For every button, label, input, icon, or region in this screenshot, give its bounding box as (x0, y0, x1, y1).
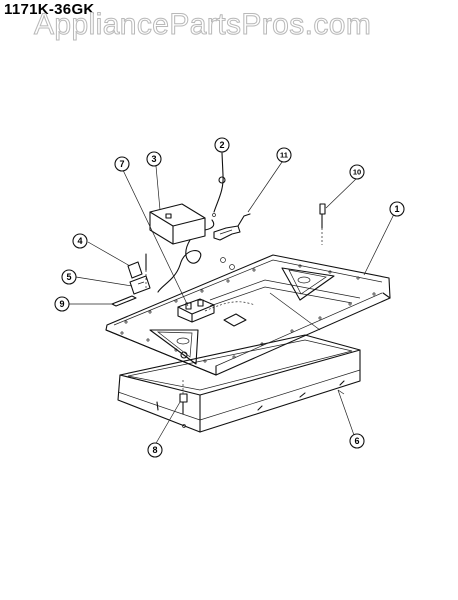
valve-block (177, 298, 256, 323)
strip (111, 295, 137, 307)
callout-9: 9 (54, 296, 70, 312)
callout-label: 11 (280, 151, 288, 160)
callout-label: 2 (219, 140, 224, 150)
callout-6: 6 (349, 433, 365, 449)
callout-label: 6 (354, 436, 359, 446)
callout-1: 1 (389, 201, 405, 217)
callout-11: 11 (276, 147, 292, 163)
watermark-logo: AppliancePartsPros.com (33, 8, 372, 42)
callout-3: 3 (146, 151, 162, 167)
callout-label: 10 (353, 168, 361, 177)
callout-label: 3 (151, 154, 156, 164)
orifice-fitting (179, 351, 188, 415)
callout-label: 5 (66, 272, 71, 282)
leader-line-7 (121, 167, 189, 307)
callout-8: 8 (147, 442, 163, 458)
mounting-bracket (213, 213, 251, 241)
callout-label: 7 (119, 159, 124, 169)
clip (127, 253, 147, 290)
rear-screw (319, 203, 326, 245)
callout-2: 2 (214, 137, 230, 153)
callout-label: 1 (394, 204, 399, 214)
callout-5: 5 (61, 269, 77, 285)
bottom-pan (117, 334, 361, 433)
callout-label: 8 (152, 445, 157, 455)
leader-lines (68, 150, 397, 446)
bracket-plate (129, 275, 151, 295)
cooktop-panel (105, 254, 391, 376)
callout-7: 7 (114, 156, 130, 172)
callout-label: 4 (77, 236, 82, 246)
wire-harness (212, 152, 226, 217)
callout-10: 10 (349, 164, 365, 180)
spark-module (149, 203, 215, 293)
model-number: 1171K-36GK (4, 1, 95, 18)
callout-4: 4 (72, 233, 88, 249)
callout-label: 9 (59, 299, 64, 309)
